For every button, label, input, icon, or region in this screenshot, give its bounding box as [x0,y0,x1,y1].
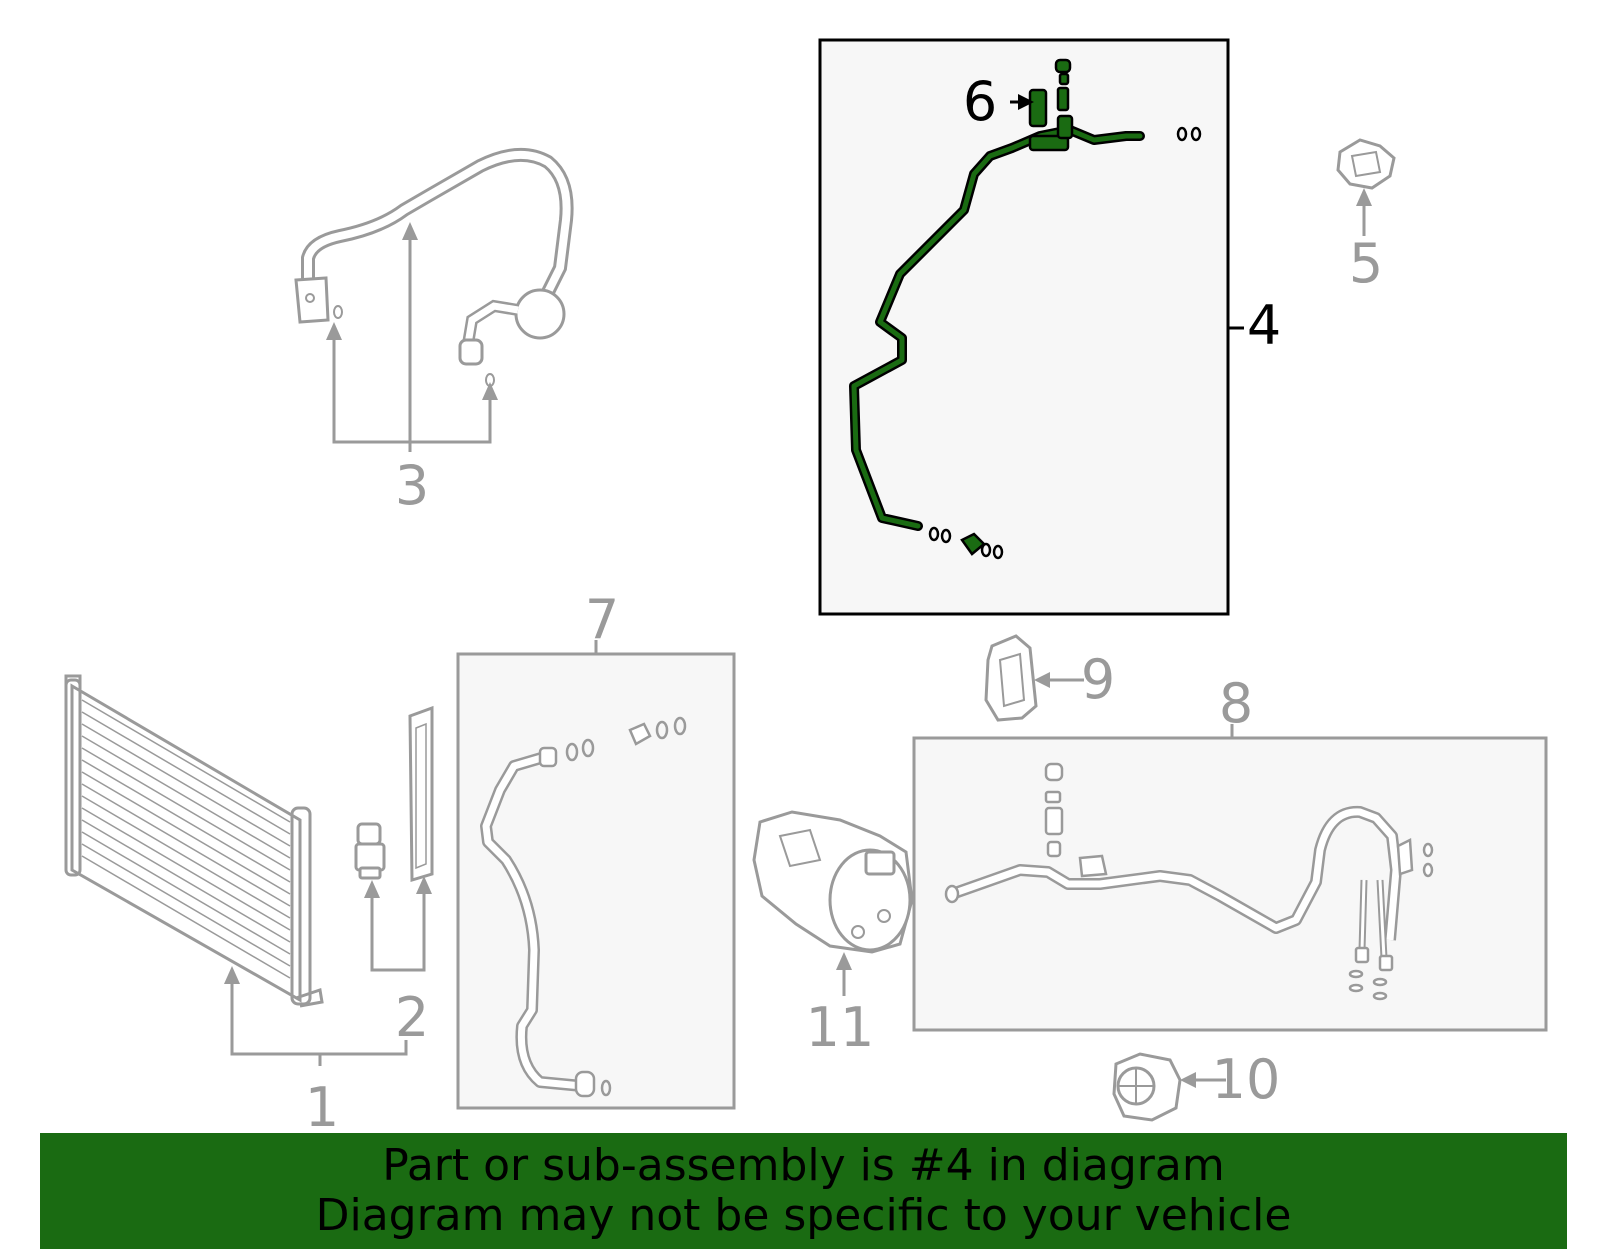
banner-line-disclaimer: Diagram may not be specific to your vehi… [315,1190,1292,1241]
arrow-part-5 [1356,188,1372,206]
callout-3[interactable]: 3 [395,454,429,517]
part-4-suction-pipe[interactable] [849,58,1202,560]
arrow-part-1 [224,966,240,984]
callout-6[interactable]: 6 [963,70,997,133]
arrow-part-2 [364,876,432,898]
part-8-box [912,736,1548,1032]
part-9-bracket[interactable] [984,634,1038,722]
callout-5[interactable]: 5 [1349,232,1383,295]
callout-7[interactable]: 7 [585,588,619,651]
callout-11[interactable]: 11 [806,996,875,1059]
callout-10[interactable]: 10 [1212,1048,1281,1111]
banner-line-part: Part or sub-assembly is #4 in diagram [382,1140,1225,1191]
part-7-box [456,652,736,1110]
arrow-part-10 [1180,1072,1196,1088]
leader-part-2 [370,888,426,972]
arrow-part-6 [1018,94,1034,110]
leader-part-3 [332,232,492,452]
part-1-condenser[interactable] [64,674,324,1008]
part-8-liquid-line[interactable] [944,762,1434,1001]
info-banner: Part or sub-assembly is #4 in diagram Di… [40,1133,1567,1249]
part-7-hose[interactable] [480,716,687,1098]
part-3-hose[interactable] [294,147,574,387]
part-5-bracket[interactable] [1336,138,1396,190]
part-2-drier[interactable] [354,705,434,883]
arrow-part-9 [1034,672,1050,688]
arrow-part-11 [836,952,852,970]
callout-9[interactable]: 9 [1081,648,1115,711]
part-11-compressor[interactable] [752,810,914,954]
arrow-part-3 [326,222,498,400]
leader-part-1 [230,976,408,1066]
callout-8[interactable]: 8 [1219,672,1253,735]
callout-4[interactable]: 4 [1247,294,1281,357]
part-10-pulley[interactable] [1112,1052,1182,1122]
callout-2[interactable]: 2 [395,986,429,1049]
callout-1[interactable]: 1 [305,1076,339,1139]
